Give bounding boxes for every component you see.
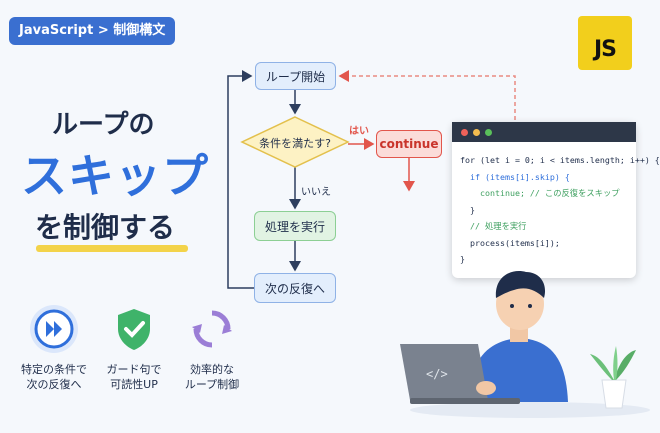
- code-line: process(items[i]);: [460, 237, 560, 248]
- laptop-code-icon: </>: [426, 367, 448, 381]
- fast-forward-icon: [30, 305, 78, 353]
- condition-diamond: [240, 116, 350, 168]
- feature-1-line1: 特定の条件で: [21, 363, 87, 376]
- title-line1: ループの: [52, 110, 155, 140]
- feature-label-1: 特定の条件で次の反復へ: [9, 362, 99, 392]
- person-laptop-illustration: [400, 271, 650, 418]
- code-line: }: [460, 254, 465, 264]
- flow-condition-label: 条件を満たす?: [259, 137, 331, 150]
- flow-continue-node: continue: [376, 130, 442, 158]
- feature-label-2: ガード句で可読性UP: [89, 362, 179, 392]
- flow-start-label: ループ開始: [265, 69, 326, 84]
- title-line3: を制御する: [35, 211, 176, 244]
- code-line: for (let i = 0; i < items.length; i++) {: [460, 155, 660, 165]
- maximize-dot-icon: [485, 128, 492, 136]
- flow-process-node: 処理を実行: [254, 211, 336, 241]
- title-line2: スキップ: [21, 149, 209, 203]
- code-window-titlebar: [452, 122, 636, 142]
- feature-3-line1: 効率的な: [190, 363, 234, 376]
- code-line: // 処理を実行: [460, 221, 527, 231]
- flow-next-label: 次の反復へ: [264, 281, 325, 296]
- flow-yes-label: はい: [349, 126, 369, 137]
- feature-2-line1: ガード句で: [106, 363, 162, 376]
- title-underline: [36, 245, 188, 252]
- js-logo: JS: [578, 16, 632, 70]
- flow-continue-label: continue: [379, 137, 439, 151]
- breadcrumb[interactable]: JavaScript > 制御構文: [9, 17, 176, 45]
- code-line: }: [460, 204, 475, 215]
- js-logo-text: JS: [593, 37, 617, 62]
- feature-3-line2: ループ制御: [184, 378, 240, 391]
- code-line: continue; // この反復をスキップ: [460, 188, 620, 198]
- minimize-dot-icon: [473, 128, 480, 136]
- flow-next-node: 次の反復へ: [254, 273, 336, 303]
- flow-no-label: いいえ: [301, 187, 331, 198]
- shield-check-icon: [110, 305, 158, 353]
- flow-start-node: ループ開始: [255, 62, 336, 90]
- feature-1-line2: 次の反復へ: [26, 378, 82, 391]
- code-line: if (items[i].skip) {: [460, 171, 570, 182]
- code-window: for (let i = 0; i < items.length; i++) {…: [452, 122, 660, 278]
- flow-process-label: 処理を実行: [264, 219, 325, 234]
- close-dot-icon: [461, 128, 468, 136]
- feature-label-3: 効率的なループ制御: [167, 362, 257, 392]
- cycle-icon: [188, 305, 236, 353]
- code-body: for (let i = 0; i < items.length; i++) {…: [452, 142, 660, 268]
- feature-2-line2: 可読性UP: [110, 378, 158, 391]
